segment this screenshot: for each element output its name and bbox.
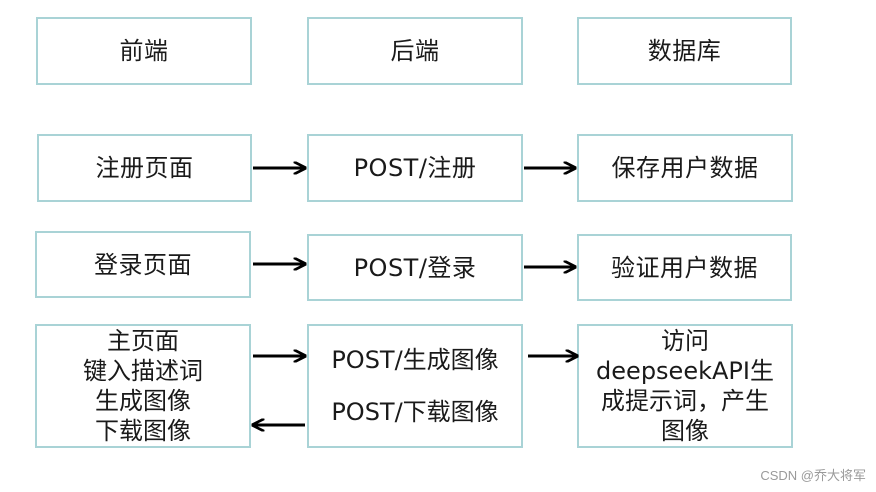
- post-register-label: POST/注册: [353, 154, 477, 182]
- header-database-box: 数据库: [577, 17, 792, 85]
- post-generate-image-label: POST/生成图像: [331, 346, 499, 374]
- header-backend-box: 后端: [307, 17, 523, 85]
- verify-user-data-box: 验证用户数据: [577, 234, 792, 301]
- main-page-lines: 主页面 键入描述词 生成图像 下载图像: [37, 326, 249, 446]
- post-login-label: POST/登录: [353, 253, 477, 282]
- post-download-image-label: POST/下载图像: [331, 398, 499, 426]
- access-line: 访问: [661, 327, 709, 355]
- header-backend-label: 后端: [390, 37, 440, 65]
- post-register-box: POST/注册: [307, 134, 523, 202]
- login-page-label: 登录页面: [94, 250, 192, 279]
- download-image-line: 下载图像: [95, 417, 191, 445]
- main-page-line: 主页面: [107, 327, 179, 355]
- verify-user-data-label: 验证用户数据: [611, 253, 758, 282]
- deepseek-api-lines: 访问 deepseekAPI生 成提示词，产生 图像: [579, 326, 791, 446]
- post-image-lines: POST/生成图像 POST/下载图像: [309, 326, 521, 446]
- save-user-data-label: 保存用户数据: [611, 154, 759, 182]
- register-page-label: 注册页面: [95, 154, 194, 182]
- main-page-box: 主页面 键入描述词 生成图像 下载图像: [35, 324, 251, 448]
- header-frontend-box: 前端: [36, 17, 252, 85]
- deepseek-api-box: 访问 deepseekAPI生 成提示词，产生 图像: [577, 324, 793, 448]
- save-user-data-box: 保存用户数据: [577, 134, 793, 202]
- post-login-box: POST/登录: [307, 234, 523, 301]
- login-page-box: 登录页面: [35, 231, 251, 298]
- header-frontend-label: 前端: [119, 37, 169, 65]
- deepseek-api-line: deepseekAPI生: [596, 357, 774, 385]
- header-database-label: 数据库: [647, 37, 722, 65]
- csdn-watermark: CSDN @乔大将军: [760, 468, 866, 483]
- image-line: 图像: [661, 417, 709, 445]
- post-image-box: POST/生成图像 POST/下载图像: [307, 324, 523, 448]
- generate-prompt-line: 成提示词，产生: [601, 387, 769, 415]
- generate-image-line: 生成图像: [95, 387, 191, 415]
- register-page-box: 注册页面: [37, 134, 252, 202]
- enter-prompt-line: 键入描述词: [83, 357, 203, 385]
